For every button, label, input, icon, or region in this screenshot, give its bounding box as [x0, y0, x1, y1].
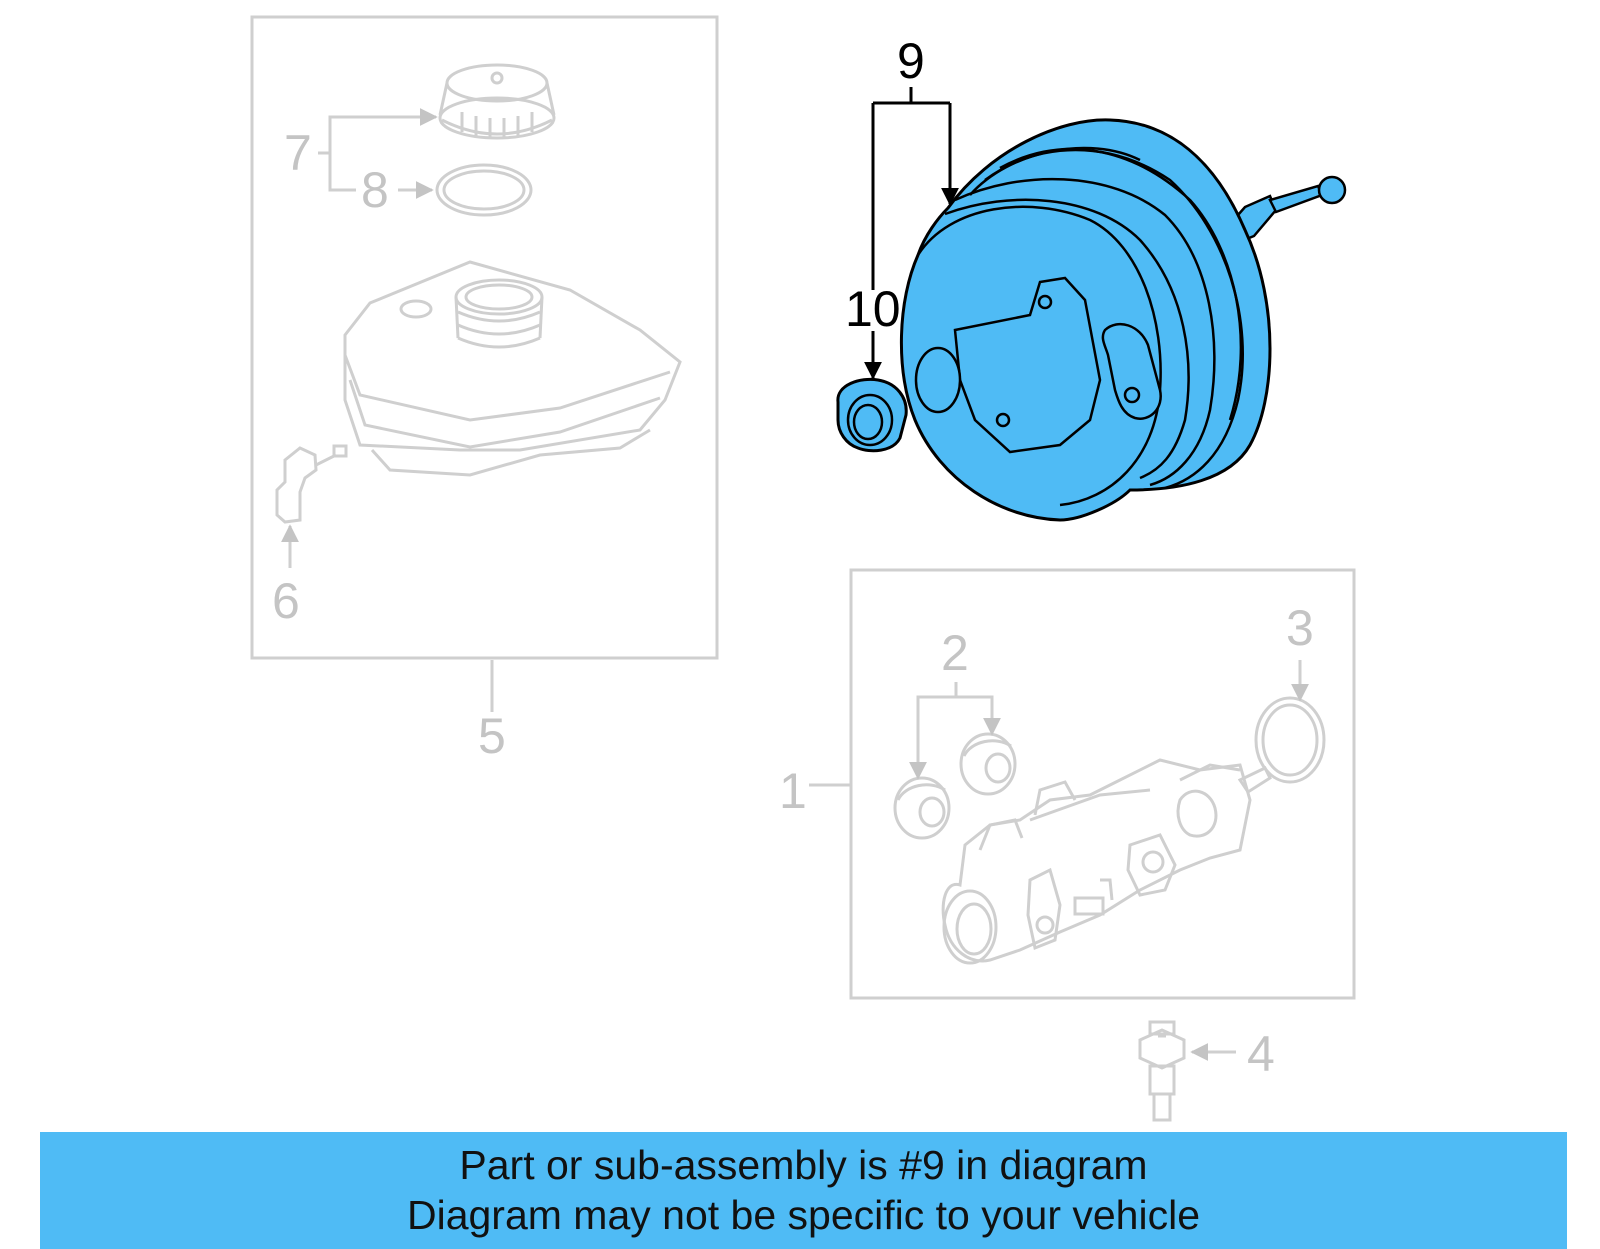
brake-booster[interactable]	[899, 118, 1347, 522]
leader-7-8	[328, 153, 356, 192]
callout-7: 7	[284, 125, 312, 181]
footer-banner: Part or sub-assembly is #9 in diagram Di…	[40, 1132, 1567, 1249]
reservoir-group-box	[250, 15, 719, 660]
callout-2: 2	[941, 625, 969, 681]
master-cylinder-body[interactable]	[941, 758, 1272, 965]
master-cylinder-group: 1 2 3	[779, 568, 1356, 1000]
reservoir-tank[interactable]	[343, 260, 682, 477]
leader-7	[328, 108, 438, 153]
callout-9: 9	[897, 33, 925, 89]
callout-5: 5	[478, 708, 506, 764]
reservoir-grommet-lower[interactable]	[893, 776, 951, 840]
booster-push-rod[interactable]	[1236, 175, 1347, 242]
cap-seal-ring[interactable]	[435, 163, 533, 217]
booster-slot	[1101, 322, 1162, 420]
footer-line-2: Diagram may not be specific to your vehi…	[406, 1192, 1200, 1238]
reservoir-cap[interactable]	[438, 63, 556, 140]
callout-1: 1	[779, 763, 807, 819]
reservoir-group: 7 8 6 5	[250, 15, 719, 764]
callout-8: 8	[361, 162, 389, 218]
pressure-switch[interactable]	[1138, 1020, 1186, 1122]
reservoir-grommet-upper[interactable]	[959, 732, 1017, 796]
booster-mount-plate	[953, 276, 1102, 454]
callout-3: 3	[1286, 600, 1314, 656]
level-sensor[interactable]	[275, 444, 348, 524]
callout-6: 6	[272, 573, 300, 629]
callout-10: 10	[845, 281, 901, 337]
booster-grommet[interactable]	[836, 377, 908, 453]
master-cylinder-o-ring[interactable]	[1254, 696, 1326, 784]
booster-boss	[914, 346, 962, 414]
footer-line-1: Part or sub-assembly is #9 in diagram	[459, 1142, 1148, 1188]
callout-4: 4	[1247, 1026, 1275, 1082]
